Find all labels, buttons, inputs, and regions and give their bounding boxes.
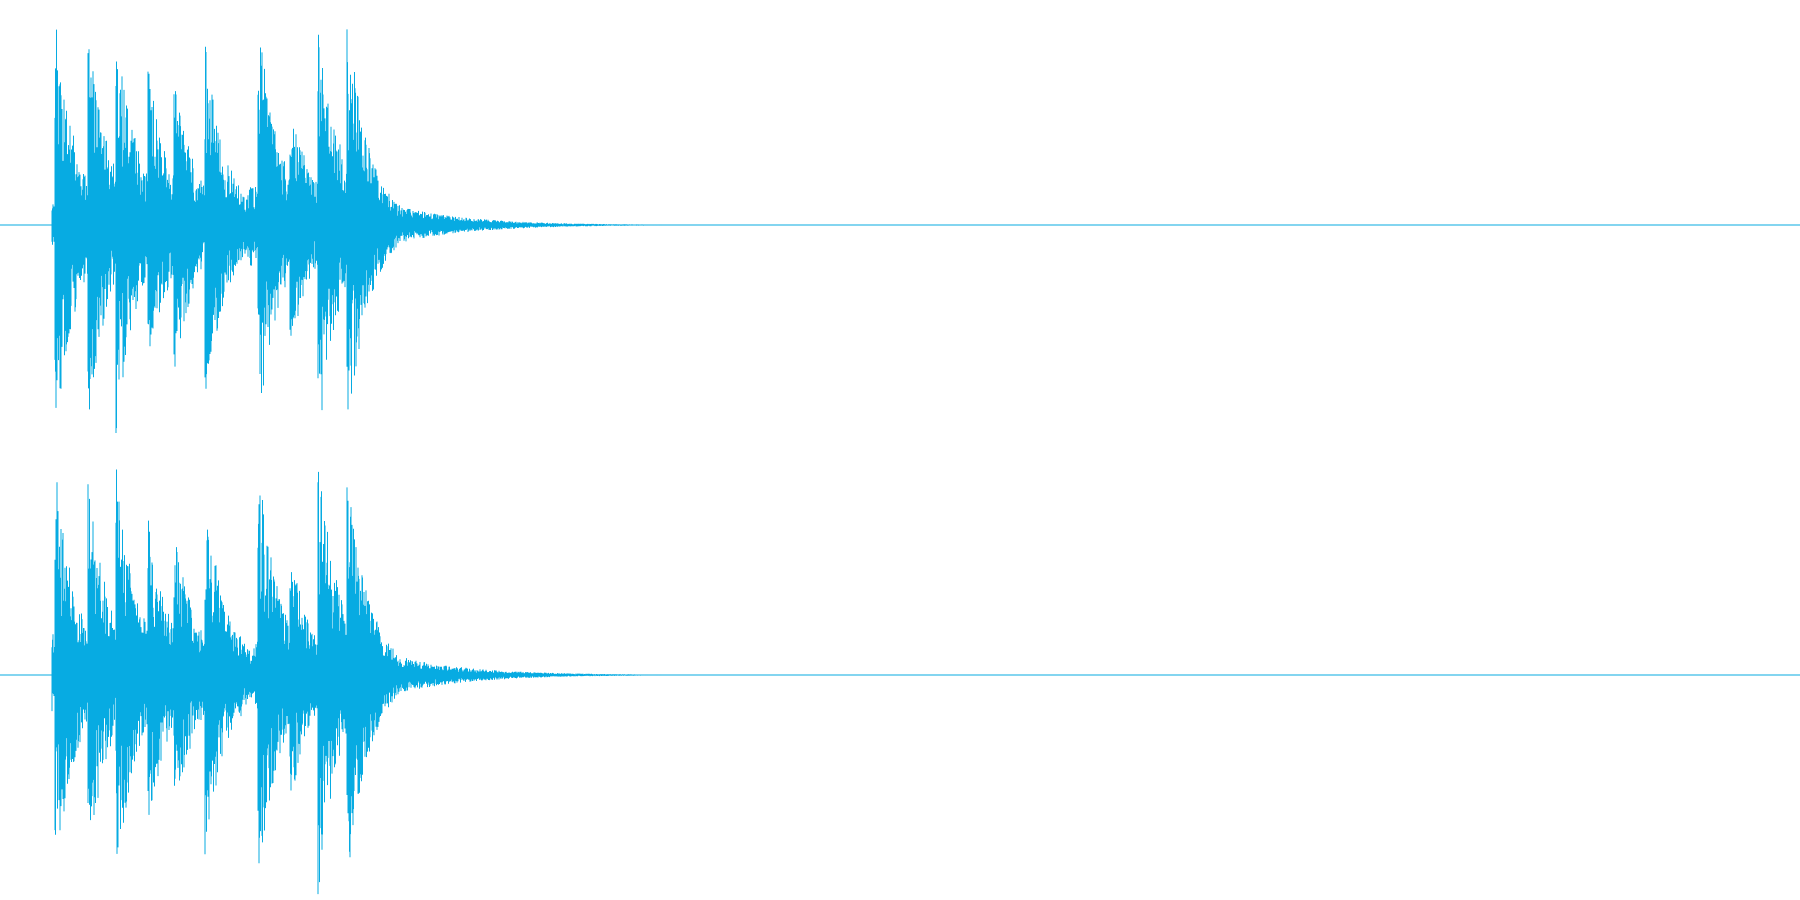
waveform-channel-1[interactable] bbox=[0, 0, 1800, 450]
waveform-channel-1-svg bbox=[0, 29, 1800, 433]
waveform-channel-2-svg bbox=[0, 469, 1800, 895]
waveform-channel-2[interactable] bbox=[0, 450, 1800, 900]
channel-1-waveform bbox=[51, 29, 662, 433]
channel-2-waveform bbox=[51, 469, 662, 895]
